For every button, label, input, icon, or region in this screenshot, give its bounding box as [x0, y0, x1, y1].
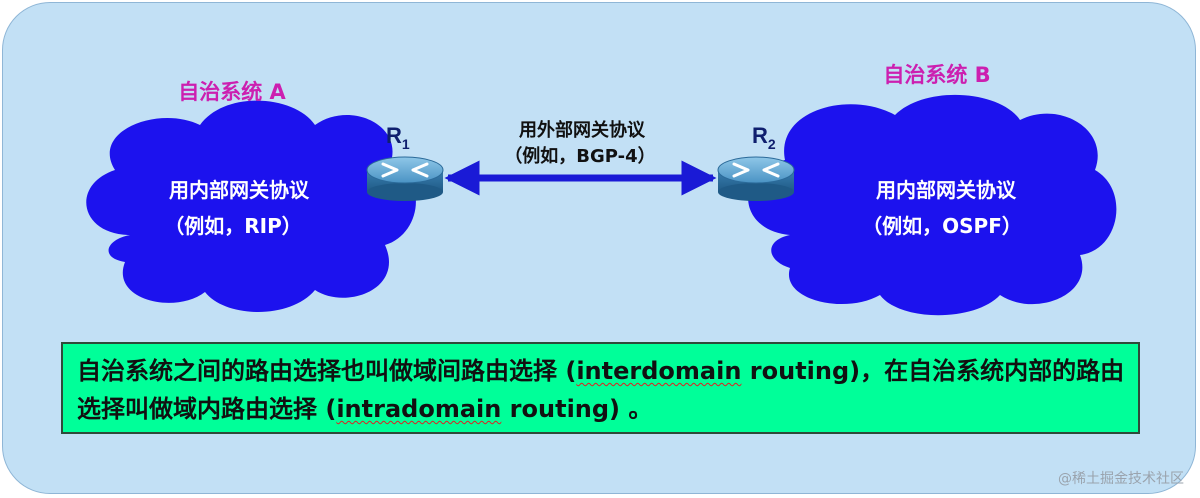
system-a-protocol-line1: 用内部网关协议	[169, 178, 310, 202]
router-r1-label: R1	[386, 123, 410, 152]
router-r1-icon	[366, 156, 444, 201]
system-a-protocol-line2: （例如，RIP）	[164, 214, 302, 238]
system-b-title: 自治系统 B	[883, 63, 990, 87]
link-protocol-line1: 用外部网关协议	[519, 119, 646, 141]
note-term-interdomain: interdomain	[576, 357, 742, 385]
routing-definition-note: 自治系统之间的路由选择也叫做域间路由选择 (interdomain routin…	[61, 342, 1140, 434]
watermark: @稀土掘金技术社区	[1058, 471, 1184, 487]
cloud-system-b	[748, 94, 1117, 316]
router-r1-subscript: 1	[402, 136, 410, 152]
router-r2-label: R2	[752, 123, 776, 152]
router-r1-letter: R	[386, 123, 402, 148]
router-r2-icon	[717, 156, 795, 201]
system-b-protocol-line2: （例如，OSPF）	[862, 214, 1022, 238]
note-part2: routing)，在自治系统内部的路由选择叫做域内路由选择 (	[77, 357, 1125, 423]
system-a-title: 自治系统 A	[178, 80, 286, 104]
system-b-protocol-line1: 用内部网关协议	[876, 178, 1017, 202]
note-part3: routing) 。	[501, 395, 653, 423]
router-r2-letter: R	[752, 123, 768, 148]
note-part1: 自治系统之间的路由选择也叫做域间路由选择 (	[77, 357, 577, 385]
link-protocol-line2: （例如，BGP-4）	[504, 145, 655, 167]
router-r2-subscript: 2	[768, 136, 776, 152]
cloud-system-a	[86, 100, 416, 312]
note-term-intradomain: intradomain	[336, 395, 502, 423]
